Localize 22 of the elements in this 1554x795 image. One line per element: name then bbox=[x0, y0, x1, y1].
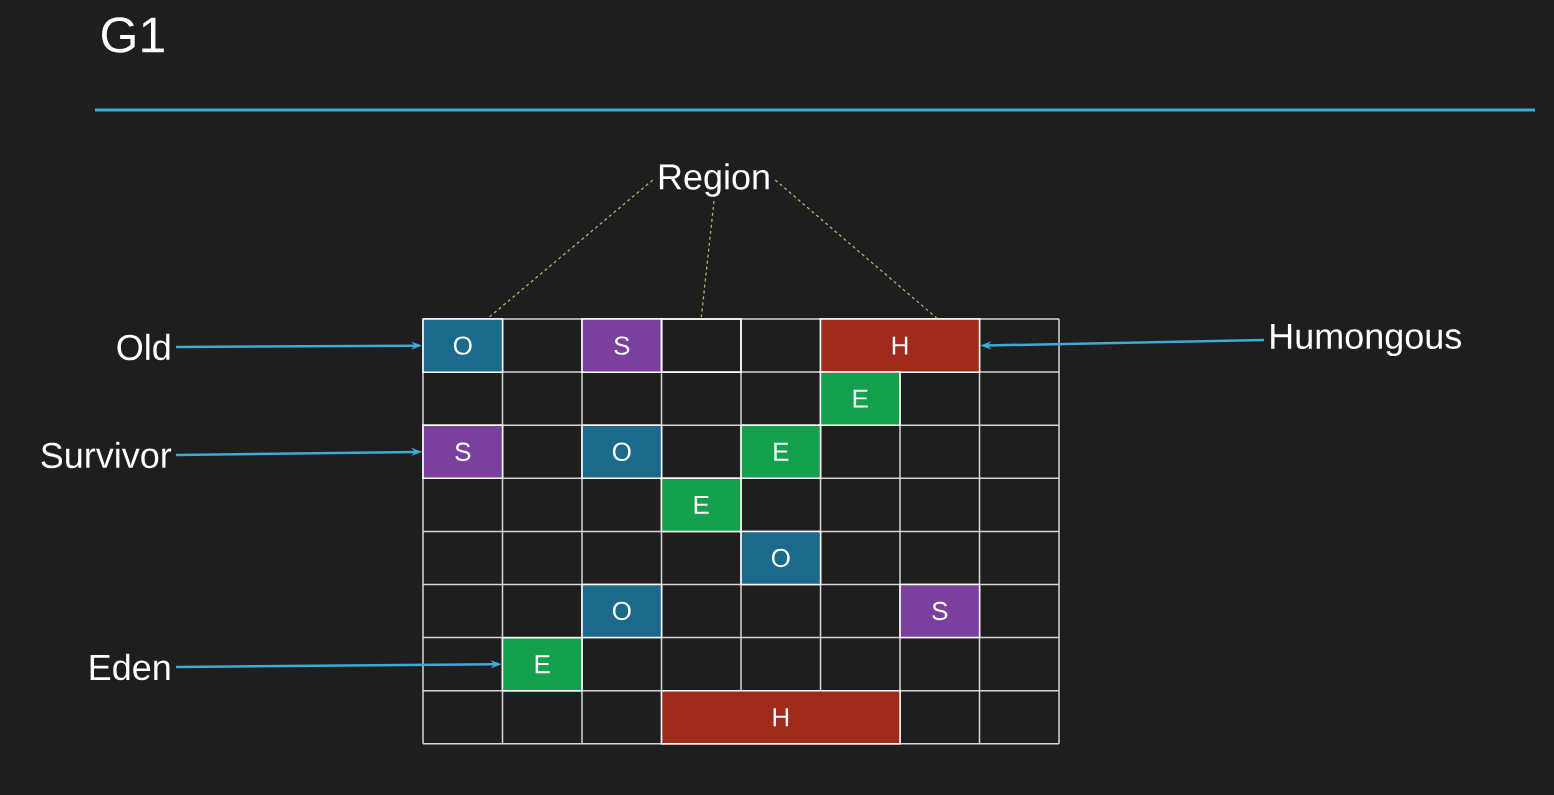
region-cell: E bbox=[660, 477, 742, 533]
region-cell: E bbox=[501, 636, 583, 692]
region-cell: O bbox=[581, 583, 663, 639]
region-cell: O bbox=[422, 318, 504, 373]
heading-label: Region bbox=[659, 163, 769, 197]
region-type-label: Humongous bbox=[1271, 323, 1461, 357]
region-cell: E bbox=[819, 371, 901, 426]
leader-line bbox=[700, 200, 715, 319]
region-cell: S bbox=[899, 583, 981, 639]
leader-line bbox=[774, 179, 938, 319]
region-cell: H bbox=[660, 689, 901, 745]
region-type-label: Eden bbox=[90, 653, 170, 681]
region-cell: H bbox=[819, 318, 981, 373]
region-cell: O bbox=[740, 530, 822, 586]
region-cell: E bbox=[740, 424, 822, 480]
region-type-label: Survivor bbox=[41, 441, 172, 469]
title: G1 bbox=[102, 17, 164, 53]
region-cell: S bbox=[581, 318, 663, 373]
leader-line bbox=[487, 179, 654, 319]
region-cell: S bbox=[422, 424, 504, 480]
region-type-label: Old bbox=[117, 333, 170, 361]
region-cell: O bbox=[581, 424, 663, 480]
